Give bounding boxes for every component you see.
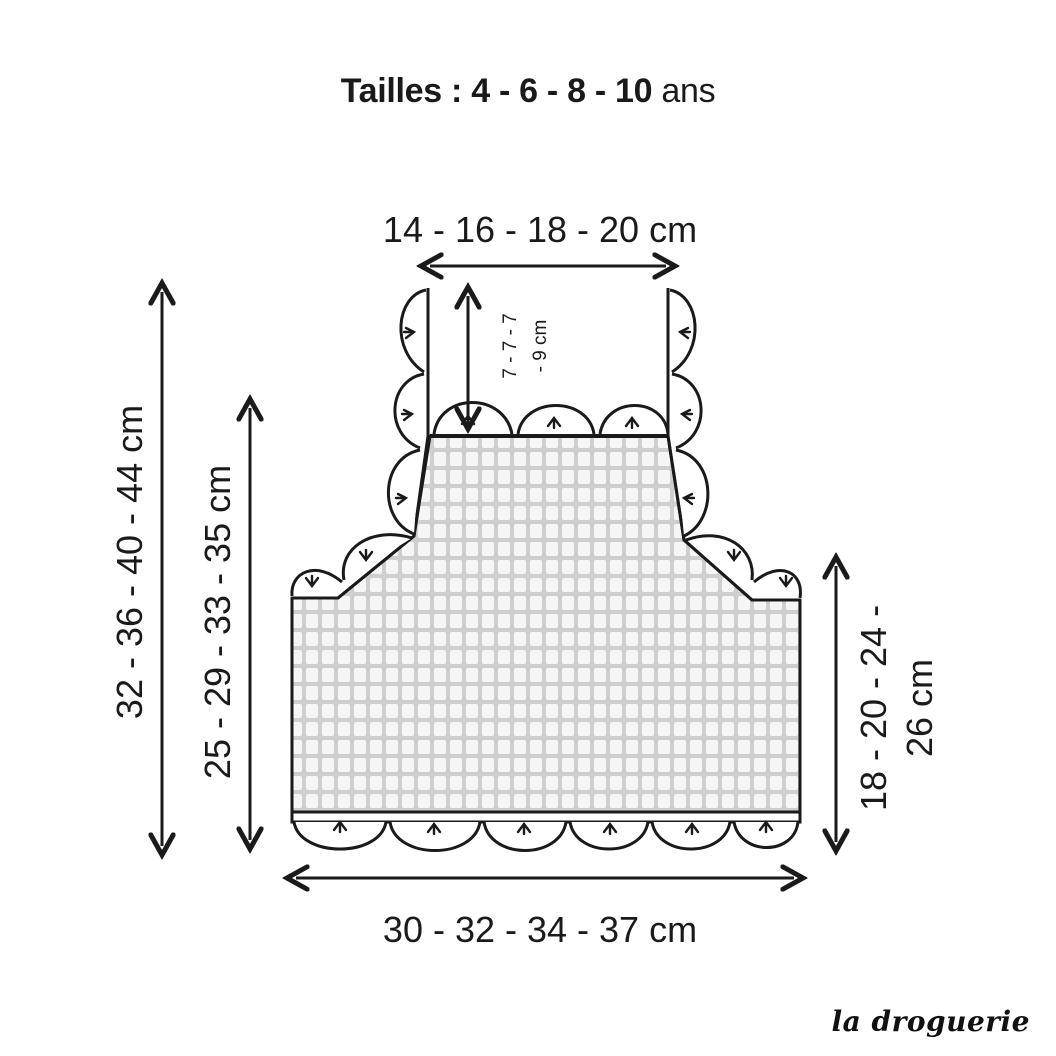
page-title: Tailles : 4 - 6 - 8 - 10 ans [0, 72, 1056, 111]
total-height-label: 32 - 36 - 40 - 44 cm [109, 405, 150, 719]
title-sizes: 4 - 6 - 8 - 10 [471, 72, 653, 110]
left-strap-scallops [290, 288, 427, 597]
top-width-label: 14 - 16 - 18 - 20 cm [383, 209, 697, 250]
title-unit: ans [661, 72, 716, 110]
side-height-label-2: 26 cm [899, 659, 940, 757]
brand-logo: la droguerie [831, 1005, 1030, 1038]
bib-height-label: 25 - 29 - 33 - 35 cm [197, 465, 238, 779]
bottom-width-label: 30 - 32 - 34 - 37 cm [383, 909, 697, 950]
garment-body [290, 434, 802, 816]
bottom-band [290, 810, 802, 824]
left-strap [292, 288, 430, 600]
strap-height-label-2: - 9 cm [530, 320, 551, 373]
side-height-label-1: 18 - 20 - 24 - [853, 605, 894, 811]
title-label: Tailles : [340, 72, 463, 110]
right-strap [666, 288, 800, 602]
bottom-scallops [292, 821, 800, 852]
strap-height-label-1: 7 - 7 - 7 [500, 313, 521, 378]
